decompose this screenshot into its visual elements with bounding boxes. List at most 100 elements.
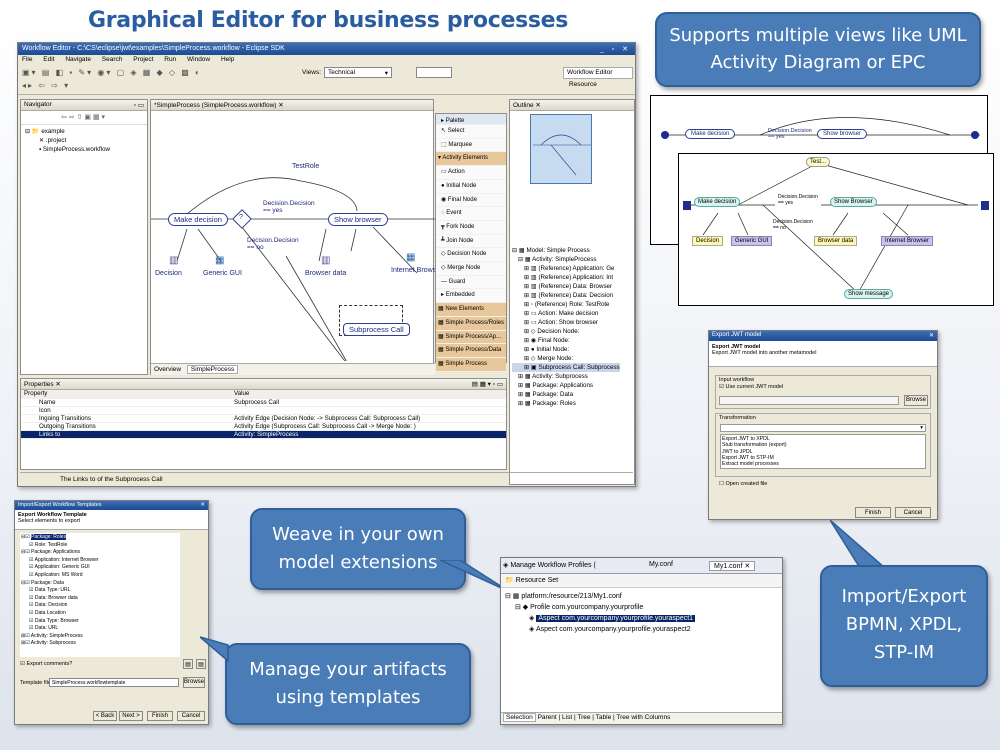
outline-item[interactable]: ⊟ ▦ Activity: SimpleProcess: [518, 256, 597, 263]
remove-icon[interactable]: ▤: [196, 659, 206, 669]
epc-data-decision[interactable]: Decision: [692, 236, 724, 246]
outline-item[interactable]: ⊞ ▦ Activity: Subprocess: [518, 373, 588, 380]
outline-thumbnail[interactable]: [530, 114, 592, 184]
zoom-combo[interactable]: [416, 67, 452, 78]
action-make-decision[interactable]: Make decision: [168, 213, 228, 226]
editor-tab[interactable]: *SimpleProcess (SimpleProcess.workflow) …: [151, 100, 433, 111]
tree-item[interactable]: ☑ Data Location: [29, 609, 66, 616]
input-path-field[interactable]: [719, 396, 899, 405]
outline-item[interactable]: ⊞ ◉ Final Node:: [524, 337, 570, 344]
guard-no[interactable]: Decision.Decision == no: [247, 237, 299, 251]
epc-app-internet-browser[interactable]: Internet Browser: [881, 236, 934, 246]
palette-merge-node[interactable]: ◇ Merge Node: [436, 262, 506, 276]
tree-item[interactable]: ⊟ ◆ Profile com.yourcompany.yourprofile: [515, 604, 644, 611]
views-select[interactable]: Technical▾: [324, 67, 392, 78]
menu-navigate[interactable]: Navigate: [65, 56, 91, 63]
menu-search[interactable]: Search: [101, 56, 123, 63]
tab-my1-conf[interactable]: My1.conf ✕: [709, 561, 756, 571]
palette-new-item[interactable]: ▦ Simple Process: [436, 357, 506, 372]
subprocess-call[interactable]: Subprocess Call: [343, 323, 410, 336]
palette-join-node[interactable]: ┻ Join Node: [436, 235, 506, 249]
tree-item[interactable]: ☑ Data: URL: [29, 625, 59, 632]
menu-run[interactable]: Run: [164, 56, 177, 63]
tree-item[interactable]: ▪ SimpleProcess.workflow: [39, 146, 110, 153]
tree-item[interactable]: ⊟☑ Package: Roles: [21, 534, 67, 540]
list-item[interactable]: Export JWT to STP-IM: [722, 454, 774, 461]
tree-item[interactable]: ☑ Role: TestRole: [29, 541, 68, 548]
input-browse-button[interactable]: Browse: [904, 395, 928, 406]
top-show-browser[interactable]: Show browser: [817, 129, 868, 139]
navigator-tab[interactable]: Navigator▫ ▭: [21, 100, 147, 111]
outline-item[interactable]: ⊞ ▭ Action: Show browser: [524, 319, 598, 326]
tree-item[interactable]: ☑ Application: Generic GUI: [29, 564, 90, 571]
data-decision[interactable]: Decision: [155, 270, 182, 277]
toolbar-icons[interactable]: ▣▾ ▤ ◧ ▪ ✎▾ ◉▾ ▢ ◈ ▦ ◆ ◇ ▩ ◐: [22, 68, 202, 77]
tree-item[interactable]: ⊟☑ Package: Applications: [21, 549, 80, 556]
menu-help[interactable]: Help: [220, 56, 235, 63]
tree-item[interactable]: ☑ Data: Decision: [29, 602, 68, 609]
guard-yes[interactable]: Decision.Decision == yes: [263, 200, 315, 214]
tool-marquee[interactable]: ⬚ Marquee: [436, 139, 506, 153]
tree-item[interactable]: ◈ Aspect com.yourcompany.yourprofile.you…: [529, 626, 691, 633]
add-icon[interactable]: ▤: [183, 659, 193, 669]
tree-item[interactable]: ☑ Data: Browser data: [29, 594, 78, 601]
export-cancel-button[interactable]: Cancel: [895, 507, 931, 518]
menu-edit[interactable]: Edit: [43, 56, 55, 63]
outline-item[interactable]: ⊞ ▭ Action: Make decision: [524, 310, 599, 317]
menu-project[interactable]: Project: [133, 56, 154, 63]
epc-data-browser[interactable]: Browser data: [814, 236, 858, 246]
tree-item[interactable]: ☑ Application: MS Word: [29, 571, 83, 578]
epc-func-show-message[interactable]: Show message: [844, 289, 894, 299]
transform-combo[interactable]: ▾: [720, 424, 926, 432]
outline-item[interactable]: ⊞ ▦ Package: Roles: [518, 400, 576, 407]
tree-item[interactable]: ☑ Application: Internet Browser: [29, 556, 99, 563]
outline-item[interactable]: ⊟ ▦ Model: Simple Process: [512, 247, 590, 254]
outline-item[interactable]: ⊞ ◇ Decision Node:: [524, 328, 580, 335]
back-button[interactable]: < Back: [93, 711, 117, 721]
tab-simpleprocess[interactable]: SimpleProcess: [186, 365, 239, 374]
outline-item[interactable]: ⊞ ▣ Subprocess Call: Subprocess: [512, 363, 620, 372]
palette-new-item[interactable]: ▦ Simple Process/Data: [436, 344, 506, 358]
tree-item[interactable]: ☑ Data Type: Browser: [29, 617, 79, 624]
outline-item[interactable]: ⊞ ◦ (Reference) Role: TestRole: [524, 301, 610, 308]
palette-guard[interactable]: — Guard: [436, 276, 506, 290]
action-show-browser[interactable]: Show browser: [328, 213, 388, 226]
list-item[interactable]: Stub transformation (export): [722, 442, 787, 449]
tab-manage-profiles[interactable]: ◈ Manage Workflow Profiles (: [503, 562, 596, 569]
outline-item[interactable]: ⊞ ● Initial Node:: [524, 346, 570, 353]
palette-final-node[interactable]: ◉ Final Node: [436, 194, 506, 208]
use-current-checkbox[interactable]: ☑ Use current JWT model: [719, 384, 784, 390]
template-file-field[interactable]: SimpleProcess.workflowtemplate: [49, 678, 179, 687]
properties-tab[interactable]: Properties ✕▤ ▦ ▾ ▫ ▭: [21, 379, 506, 390]
epc-app-generic-gui[interactable]: Generic GUI: [731, 236, 773, 246]
tree-item[interactable]: ⊟☑ Package: Data: [21, 579, 64, 586]
tab-table[interactable]: Table: [595, 714, 612, 721]
tree-item-selected[interactable]: ◈ Aspect com.yourcompany.yourprofile.you…: [529, 615, 696, 622]
template-finish-button[interactable]: Finish: [147, 711, 173, 721]
outline-item[interactable]: ⊞ ▥ (Reference) Application: Int: [524, 274, 614, 281]
outline-item[interactable]: ⊞ ▦ Package: Applications: [518, 382, 594, 389]
palette-new-item[interactable]: ▦ Simple Process/Ap...: [436, 330, 506, 345]
top-make-decision[interactable]: Make decision: [685, 129, 736, 139]
data-browser-data[interactable]: Browser data: [305, 270, 347, 277]
app-generic-gui[interactable]: Generic GUI: [203, 270, 242, 277]
outline-item[interactable]: ⊞ ◇ Merge Node:: [524, 355, 574, 362]
list-item[interactable]: Extract model processes: [722, 461, 779, 468]
tree-item[interactable]: ☑ Data Type: URL: [29, 587, 71, 594]
tab-selection[interactable]: Selection: [503, 713, 536, 722]
tab-list[interactable]: List: [562, 714, 573, 721]
next-button[interactable]: Next >: [119, 711, 143, 721]
window-controls[interactable]: _ ▫ ✕: [599, 46, 631, 53]
menu-file[interactable]: File: [22, 56, 33, 63]
tree-item[interactable]: ⊞☑ Activity: Subprocess: [21, 640, 76, 647]
palette-fork-node[interactable]: ┳ Fork Node: [436, 221, 506, 235]
tree-item[interactable]: ⊟ 📁 example: [25, 128, 65, 135]
perspective-workflow[interactable]: Workflow Editor: [563, 67, 633, 79]
drawer-new-elements[interactable]: ▦ New Elements: [436, 303, 506, 317]
perspective-resource[interactable]: Resource: [569, 81, 597, 88]
tree-item[interactable]: ✕ .project: [39, 137, 67, 144]
tab-my-conf[interactable]: My.conf: [649, 561, 673, 568]
